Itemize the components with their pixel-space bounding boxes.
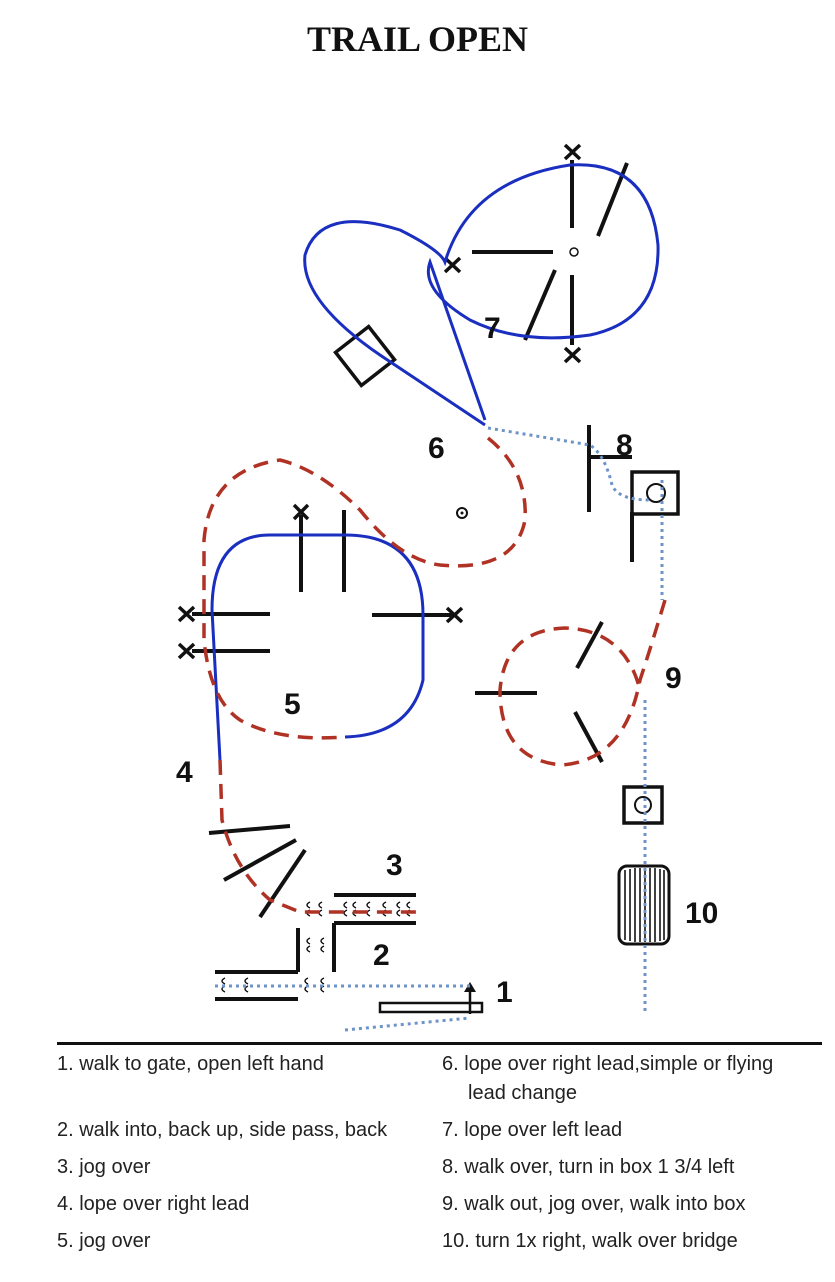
cone-7-top xyxy=(563,143,582,161)
legend-divider xyxy=(57,1042,822,1045)
obstacle-label-5: 5 xyxy=(284,688,301,721)
cone-5-top xyxy=(292,503,310,521)
obstacle-8-box xyxy=(630,470,680,516)
turn-circle-8 xyxy=(646,483,666,503)
page-title: TRAIL OPEN xyxy=(306,19,529,59)
pole-7-diag-lower xyxy=(523,269,557,341)
obstacle-1-gate xyxy=(378,982,484,1014)
obstacle-label-7: 7 xyxy=(484,312,501,345)
obstacle-label-1: 1 xyxy=(496,976,513,1009)
obstacle-label-4: 4 xyxy=(176,756,193,789)
obstacle-label-3: 3 xyxy=(386,849,403,882)
obstacle-label-6: 6 xyxy=(428,432,445,465)
cone-5-left-2 xyxy=(177,642,196,660)
instruction-3: 3. jog over xyxy=(57,1156,151,1178)
lope-path-4 xyxy=(218,759,416,914)
instruction-4: 4. lope over right lead xyxy=(57,1193,250,1215)
obstacle-6-box xyxy=(333,324,397,388)
lope-path-7 xyxy=(303,163,660,427)
instruction-2: 2. walk into, back up, side pass, back xyxy=(57,1119,388,1141)
instruction-7: 7. lope over left lead xyxy=(442,1119,623,1141)
cone-5-right xyxy=(445,606,464,624)
jog-path-5 xyxy=(210,533,425,761)
obstacle-8 xyxy=(587,425,680,562)
obstacle-10-bridge xyxy=(617,864,671,946)
instruction-5: 5. jog over xyxy=(57,1230,151,1252)
cone-7-bottom xyxy=(563,346,582,364)
turn-circle-9 xyxy=(634,796,652,814)
cone-7-left xyxy=(443,256,462,274)
obstacle-label-9: 9 xyxy=(665,662,682,695)
pole-9-upper xyxy=(575,621,604,669)
obstacle-9 xyxy=(475,621,664,825)
center-marker-6 xyxy=(456,507,468,519)
jog-path-9 xyxy=(498,599,667,767)
instruction-6-cont: lead change xyxy=(468,1082,577,1104)
obstacle-9-box xyxy=(622,785,664,825)
obstacle-label-2: 2 xyxy=(373,939,390,972)
cone-5-left-1 xyxy=(177,605,196,623)
pole-4-c xyxy=(258,848,307,919)
center-marker-7 xyxy=(569,247,579,257)
instruction-1: 1. walk to gate, open left hand xyxy=(57,1053,324,1075)
lope-path-6 xyxy=(202,436,527,740)
obstacle-7-poles xyxy=(443,143,629,364)
instruction-8: 8. walk over, turn in box 1 3/4 left xyxy=(442,1156,735,1178)
instruction-10: 10. turn 1x right, walk over bridge xyxy=(442,1230,738,1252)
pole-4-a xyxy=(208,824,291,835)
instruction-6: 6. lope over right lead,simple or flying xyxy=(442,1053,774,1075)
instruction-9: 9. walk out, jog over, walk into box xyxy=(442,1193,746,1215)
obstacle-label-10: 10 xyxy=(685,897,718,930)
obstacle-4-poles xyxy=(208,824,307,919)
trail-course-diagram: 7 6 8 5 9 4 3 2 1 10 xyxy=(176,143,718,1032)
pole-4-b xyxy=(223,838,297,882)
walk-path xyxy=(215,426,664,1032)
obstacle-label-8: 8 xyxy=(616,429,633,462)
